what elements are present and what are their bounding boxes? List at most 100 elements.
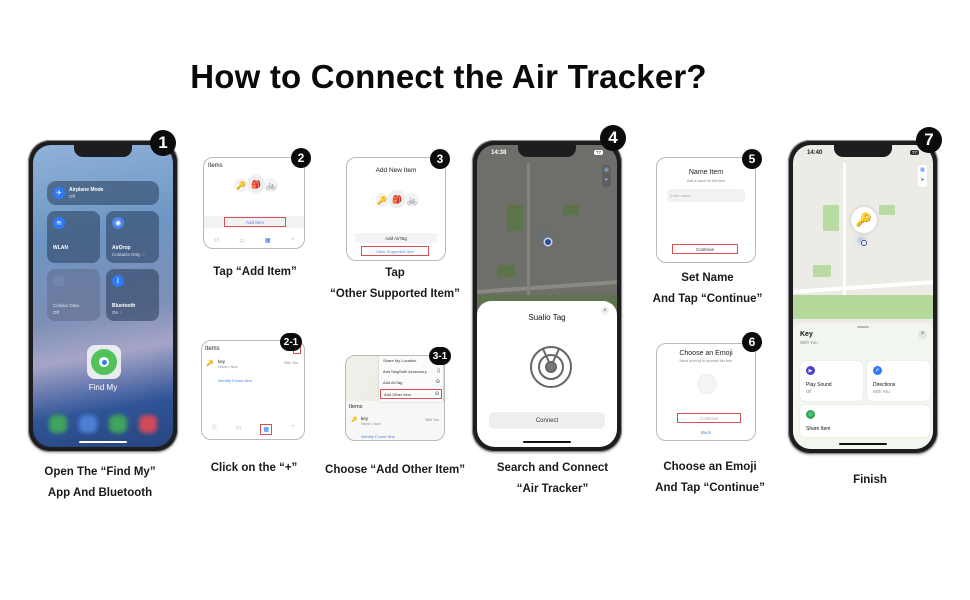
other-supported-item-button[interactable]: Other Supported Item xyxy=(361,246,429,256)
identify-found-item-link[interactable]: Identify Found Item xyxy=(361,434,396,439)
home-indicator xyxy=(839,443,887,445)
find-my-app-label: Find My xyxy=(88,383,118,392)
caption-line: Tap xyxy=(385,267,405,279)
play-icon: ▶ xyxy=(806,366,815,375)
airdrop-label: AirDrop xyxy=(112,245,131,251)
menu-item-share-location[interactable]: Share My Location xyxy=(383,358,417,363)
tab-devices-icon[interactable]: ▭ xyxy=(235,425,242,431)
key-item-icon: 🔑 xyxy=(351,417,358,423)
directions-button[interactable]: ↱ Directions With You xyxy=(867,361,930,401)
tab-people-icon[interactable]: ⚇ xyxy=(213,238,220,244)
airplane-mode-status: Off xyxy=(69,194,75,199)
identify-found-item-link[interactable]: Identify Found Item xyxy=(218,378,253,383)
back-link[interactable]: Back xyxy=(700,430,711,435)
cellular-tile[interactable]: Cellular Data Off xyxy=(47,269,100,321)
tab-items-icon[interactable]: ▦ xyxy=(264,238,271,244)
tab-people-icon[interactable]: ⚇ xyxy=(211,425,217,431)
name-input[interactable]: Enter name xyxy=(667,189,745,202)
key-object-icon: 🔑 xyxy=(234,178,248,192)
directions-status: With You xyxy=(873,389,890,394)
home-indicator xyxy=(79,441,127,443)
share-item-button[interactable]: ⚇ Share Item xyxy=(800,405,930,437)
sheet-close-button[interactable]: × xyxy=(601,307,609,315)
map-road xyxy=(527,163,530,303)
wlan-tile[interactable]: ≋ WLAN xyxy=(47,211,100,263)
connect-button[interactable]: Connect xyxy=(489,412,605,429)
status-battery: 77 xyxy=(593,150,603,155)
airdrop-status: Contacts Only ♢ xyxy=(112,252,146,257)
step-3-1-card: Share My Location Add MagSafe Accessory … xyxy=(345,355,445,441)
continue-button[interactable]: Continue xyxy=(672,244,738,254)
map-road xyxy=(793,280,933,294)
step-badge: 7 xyxy=(916,127,942,153)
dock xyxy=(43,415,163,435)
directions-label: Directions xyxy=(873,382,896,388)
step-2-card: Items 🔑 🎒 🚲 Add Item ⚇ ▭ ▦ ◔ xyxy=(203,157,305,249)
bluetooth-label: Bluetooth xyxy=(112,303,136,309)
item-location: Home • Now xyxy=(218,365,238,369)
caption-line: Finish xyxy=(853,474,887,486)
airplane-mode-label: Airplane Mode xyxy=(69,187,104,193)
step-3-caption: Tap “Other Supported Item” xyxy=(320,263,470,305)
key-map-pin[interactable]: 🔑 xyxy=(851,207,877,233)
caption-line: Open The “Find My” xyxy=(44,466,156,478)
step-1-caption: Open The “Find My” App And Bluetooth xyxy=(20,462,180,504)
airplane-mode-tile[interactable]: ✈ Airplane Mode Off xyxy=(47,181,159,205)
status-time: 14:38 xyxy=(491,150,507,156)
menu-item-add-magsafe[interactable]: Add MagSafe Accessory xyxy=(383,369,427,374)
tab-me-icon[interactable]: ◔ xyxy=(290,237,295,243)
add-airtag-button[interactable]: Add AirTag xyxy=(355,233,437,243)
battery-level: 77 xyxy=(911,150,917,155)
airdrop-tile[interactable]: ◉ AirDrop Contacts Only ♢ xyxy=(106,211,159,263)
bluetooth-icon: ᛒ xyxy=(112,275,124,287)
directions-icon: ↱ xyxy=(873,366,882,375)
add-item-row xyxy=(204,216,304,228)
phone-notch xyxy=(518,145,576,157)
step-3-1-caption: Choose “Add Other Item” xyxy=(315,460,475,481)
map-park xyxy=(793,295,933,319)
map-layers-button[interactable]: ▦➤ xyxy=(602,165,611,187)
caption-line: Choose “Add Other Item” xyxy=(325,464,465,476)
current-location-dot xyxy=(861,240,867,246)
map-park xyxy=(813,265,831,277)
page-title: How to Connect the Air Tracker? xyxy=(190,58,707,95)
current-location-dot xyxy=(545,239,551,245)
battery-level: 77 xyxy=(595,150,601,155)
map-layers-button[interactable]: ▦➤ xyxy=(918,165,927,187)
item-name[interactable]: key xyxy=(361,416,369,421)
pairing-sheet: Sualio Tag × Connect xyxy=(477,301,617,447)
continue-label: Continue xyxy=(699,415,718,421)
item-name[interactable]: key xyxy=(218,359,226,364)
add-item-button[interactable]: Add Item xyxy=(224,217,286,227)
step-6-card: Choose an Emoji Select an emoji to repre… xyxy=(656,343,756,441)
tab-me-icon[interactable]: ◔ xyxy=(290,424,295,430)
find-my-app-icon[interactable] xyxy=(87,345,121,379)
phone-notch xyxy=(74,145,132,157)
sheet-close-button[interactable]: × xyxy=(918,330,927,339)
step-4-caption: Search and Connect “Air Tracker” xyxy=(480,458,625,500)
tab-devices-icon[interactable]: ▭ xyxy=(239,238,245,244)
caption-line: Tap “Add Item” xyxy=(213,266,297,278)
items-header: Items xyxy=(205,346,220,352)
play-sound-status: Off xyxy=(806,389,812,394)
emoji-picker-circle[interactable] xyxy=(697,374,717,394)
caption-line: “Air Tracker” xyxy=(516,483,589,495)
bike-object-icon: 🚲 xyxy=(405,193,419,207)
menu-item-add-other-item[interactable]: Add Other Item ⊙ xyxy=(380,389,442,399)
tab-bar: ⚇ ▭ ▦ ◔ xyxy=(204,237,304,244)
bluetooth-tile[interactable]: ᛒ Bluetooth On ♢ xyxy=(106,269,159,321)
menu-item-add-airtag[interactable]: Add AirTag xyxy=(383,380,403,385)
continue-button[interactable]: Continue xyxy=(677,413,741,423)
step-badge: 1 xyxy=(150,130,176,156)
step-2-caption: Tap “Add Item” xyxy=(195,262,315,283)
tab-items-icon[interactable]: ▦ xyxy=(260,424,272,435)
connect-label: Connect xyxy=(535,417,559,424)
add-other-item-label: Add Other Item xyxy=(384,392,412,397)
item-title: Key xyxy=(800,331,813,338)
map-park xyxy=(563,205,579,215)
map-park xyxy=(497,265,515,277)
step-badge: 5 xyxy=(742,149,762,169)
sheet-grabber[interactable] xyxy=(857,326,869,328)
control-center-screen: ✈ Airplane Mode Off ≋ WLAN ◉ AirDrop Con… xyxy=(33,145,173,447)
play-sound-button[interactable]: ▶ Play Sound Off xyxy=(800,361,863,401)
